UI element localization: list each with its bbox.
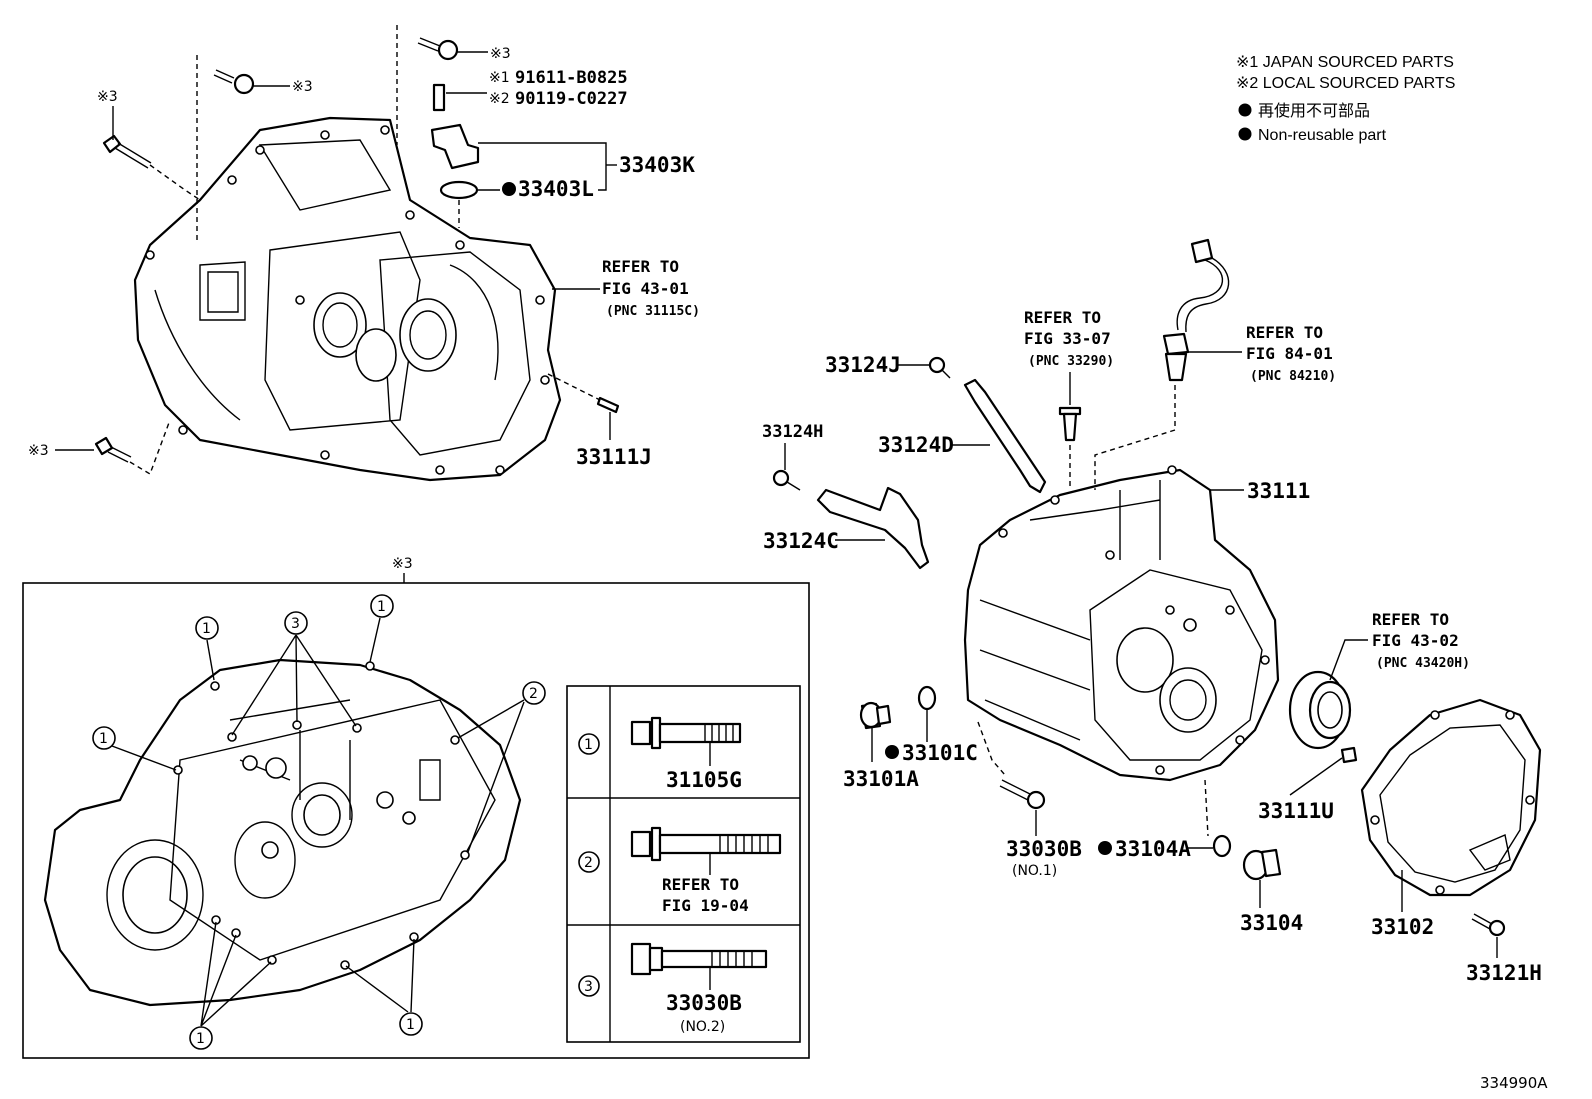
pin-33111j (596, 396, 620, 414)
bracket-33124d (963, 378, 1047, 494)
non-reusable-dot-icon (502, 182, 516, 196)
table-callout-1: 1 (584, 737, 593, 753)
legend-japan-sourced: ※1 JAPAN SOURCED PARTS (1236, 54, 1454, 71)
part-33030b-no2: 33030B (666, 991, 742, 1015)
mark-3-d: ※3 (28, 443, 49, 459)
ref3-line2: FIG 84-01 (1246, 344, 1333, 363)
part-33111j: 33111J (576, 445, 652, 469)
bolt-upper-2 (417, 37, 459, 61)
transaxle-case-drawing (963, 465, 1280, 782)
bolt-33124h (772, 469, 801, 491)
part-33121h: 33121H (1466, 961, 1542, 985)
svg-text:1: 1 (196, 1031, 205, 1047)
ref4-line2: FIG 43-02 (1372, 631, 1459, 650)
gasket-33104a (1212, 834, 1232, 858)
ref2-line2: FIG 33-07 (1024, 329, 1111, 348)
part-91611-b0825: 91611-B0825 (515, 68, 628, 88)
part-33403k: 33403K (619, 153, 695, 177)
clutch-housing-drawing (133, 116, 562, 482)
part-33101a: 33101A (843, 767, 919, 791)
mark-3-b: ※3 (292, 79, 313, 95)
callout-1-bottom-right: 1 (345, 938, 423, 1036)
sensor-84210 (1094, 238, 1230, 490)
part-33101c: 33101C (902, 741, 978, 765)
part-33030b-no1-sub: (NO.1) (1012, 863, 1057, 879)
legend-non-reusable-jp: 再使用不可部品 (1258, 102, 1370, 120)
svg-text:1: 1 (99, 731, 108, 747)
ref3-line3: (PNC 84210) (1250, 369, 1336, 384)
part-33030b-no2-sub: (NO.2) (680, 1019, 725, 1035)
ref2-line1: REFER TO (1024, 308, 1101, 327)
bolt-location-box (22, 582, 810, 1059)
bolt-top-left (102, 134, 201, 201)
gasket-33101c (917, 685, 937, 711)
ref5-line1: REFER TO (662, 875, 739, 894)
bolt-33030b-no1 (999, 779, 1046, 810)
svg-text:3: 3 (291, 616, 300, 632)
non-reusable-dot-icon (1098, 841, 1112, 855)
legend: ※1 JAPAN SOURCED PARTS ※2 LOCAL SOURCED … (1236, 54, 1455, 144)
ref2-line3: (PNC 33290) (1028, 354, 1114, 369)
table-callout-3: 3 (584, 979, 593, 995)
part-33030b-no1: 33030B (1006, 837, 1082, 861)
part-90119-c0227: 90119-C0227 (515, 89, 628, 109)
part-33124j: 33124J (825, 353, 901, 377)
part-33111: 33111 (1247, 479, 1310, 503)
housing-bolt-map-drawing (43, 658, 522, 1007)
ref4-line1: REFER TO (1372, 610, 1449, 629)
mark-1: ※1 (489, 70, 510, 86)
part-33104: 33104 (1240, 911, 1303, 935)
bolt-33121h (1471, 913, 1506, 937)
callout-1-top-right: 1 (369, 594, 394, 663)
cover-33102 (1360, 698, 1542, 897)
oil-seal-43420h (1288, 670, 1352, 750)
bracket-33124c (816, 486, 930, 570)
speed-sensor-33403k (430, 83, 480, 228)
svg-text:1: 1 (406, 1017, 415, 1033)
plug-33101a (859, 701, 892, 730)
callout-3: 3 (231, 611, 357, 736)
part-33124c: 33124C (763, 529, 839, 553)
non-reusable-dot-icon (1238, 103, 1252, 117)
ref5-line2: FIG 19-04 (662, 896, 749, 915)
non-reusable-dot-icon (1238, 127, 1252, 141)
bolt-33124j (928, 356, 951, 379)
svg-text:2: 2 (529, 686, 538, 702)
ref3-line1: REFER TO (1246, 323, 1323, 342)
ref1-line3: (PNC 31115C) (606, 304, 700, 319)
figure-id: 334990A (1480, 1074, 1548, 1092)
breather-33290 (1058, 406, 1082, 490)
non-reusable-dot-icon (885, 745, 899, 759)
mark-3-c: ※3 (490, 46, 511, 62)
part-33403l: 33403L (518, 177, 594, 201)
part-33124h: 33124H (762, 422, 823, 442)
part-33102: 33102 (1371, 915, 1434, 939)
table-callout-2: 2 (584, 855, 593, 871)
ref1-line1: REFER TO (602, 257, 679, 276)
bolt-lower-left (94, 436, 132, 463)
svg-text:1: 1 (202, 621, 211, 637)
part-31105g: 31105G (666, 768, 742, 792)
callout-1-top: 1 (195, 616, 219, 681)
callout-1-bottom-left: 1 (189, 921, 272, 1050)
part-33104a: 33104A (1115, 837, 1191, 861)
pin-33111u (1340, 746, 1358, 764)
part-33111u: 33111U (1258, 799, 1334, 823)
plug-33104 (1242, 848, 1282, 881)
ref1-line2: FIG 43-01 (602, 279, 689, 298)
callout-2: 2 (457, 681, 546, 853)
bolt-table: 1 31105G 2 REFER TO FIG 19-04 3 33030B (… (566, 685, 801, 1043)
part-33124d: 33124D (878, 433, 954, 457)
legend-non-reusable-en: Non-reusable part (1258, 127, 1387, 144)
legend-local-sourced: ※2 LOCAL SOURCED PARTS (1236, 75, 1455, 92)
svg-text:1: 1 (377, 599, 386, 615)
callout-1-left: 1 (92, 726, 177, 771)
mark-2: ※2 (489, 91, 510, 107)
mark-3-box: ※3 (392, 556, 413, 572)
mark-3-a: ※3 (97, 89, 118, 105)
bolt-upper-1 (213, 69, 255, 95)
ref4-line3: (PNC 43420H) (1376, 656, 1470, 671)
